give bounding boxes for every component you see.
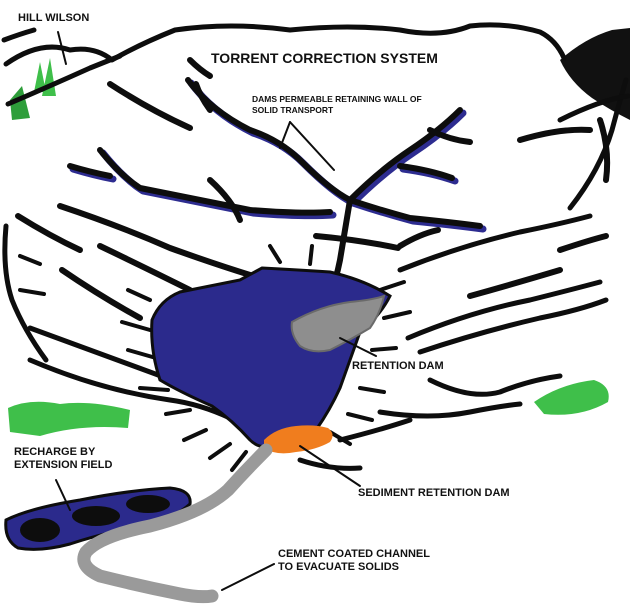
channel-label-line1: CEMENT COATED CHANNEL xyxy=(278,548,430,561)
channel-label-line2: TO EVACUATE SOLIDS xyxy=(278,561,430,574)
permeable-dams-label: DAMS PERMEABLE RETAINING WALL OF SOLID T… xyxy=(252,94,422,115)
sediment-dam-label: SEDIMENT RETENTION DAM xyxy=(358,487,510,500)
diagram-title: TORRENT CORRECTION SYSTEM xyxy=(211,50,438,66)
hill-label: HILL WILSON xyxy=(18,12,89,25)
permeable-dams-label-line2: SOLID TRANSPORT xyxy=(252,105,422,116)
recharge-field-label-line2: EXTENSION FIELD xyxy=(14,459,112,472)
permeable-dams-label-line1: DAMS PERMEABLE RETAINING WALL OF xyxy=(252,94,422,105)
recharge-field-label-line1: RECHARGE BY xyxy=(14,446,112,459)
channel-label: CEMENT COATED CHANNEL TO EVACUATE SOLIDS xyxy=(278,548,430,573)
retention-dam-label: RETENTION DAM xyxy=(352,360,444,373)
water-basin xyxy=(152,268,390,447)
recharge-field-label: RECHARGE BY EXTENSION FIELD xyxy=(14,446,112,471)
